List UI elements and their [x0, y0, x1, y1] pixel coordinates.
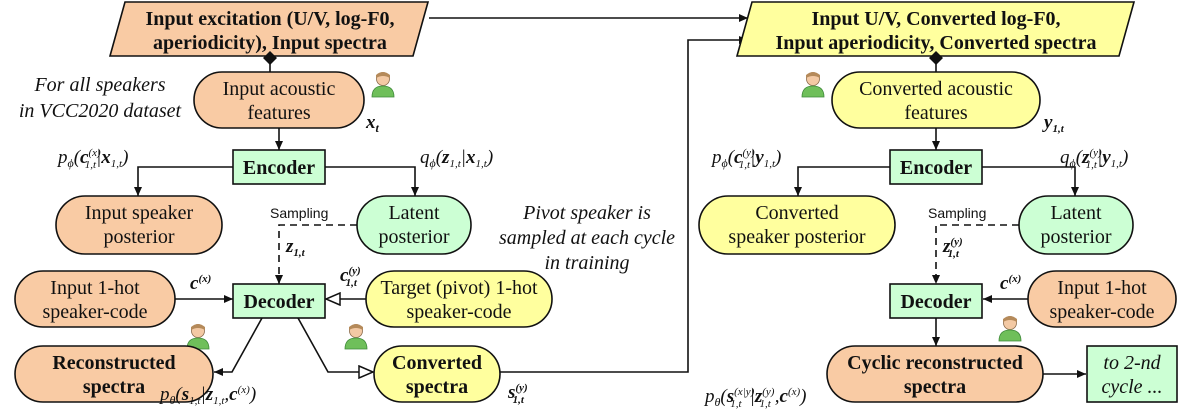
- right-sampling-label: Sampling: [928, 205, 986, 221]
- pivot-note-line-3: in training: [544, 252, 629, 274]
- left-1hot-line-1: Input 1-hot: [50, 277, 140, 299]
- target-pivot-line-1: Target (pivot) 1-hot: [380, 277, 538, 299]
- right-decoder-label: Decoder: [900, 291, 971, 313]
- converted-input-box: Input U/V, Converted log-F0, Input aperi…: [735, 1, 1136, 57]
- right-input-1hot-code: Input 1-hot speaker-code: [1027, 270, 1177, 328]
- encoder-to-speaker-posterior-arrow: [134, 166, 233, 196]
- right-encoder-to-speaker-posterior-arrow: [794, 166, 890, 196]
- input-speaker-posterior: Input speaker posterior: [55, 195, 223, 255]
- right-z-symbol: z(y)1,t: [942, 236, 963, 260]
- input-speaker-posterior-line-2: posterior: [103, 226, 174, 248]
- converted-acoustic-features: Converted acoustic features: [831, 71, 1041, 129]
- right-encoder-label: Encoder: [900, 157, 972, 179]
- cyclic-speaker-avatar-icon: [998, 315, 1022, 342]
- right-cx-symbol: c(x): [1000, 273, 1021, 294]
- input-speaker-posterior-line-1: Input speaker: [85, 202, 194, 224]
- right-1hot-line-2: speaker-code: [1049, 301, 1154, 323]
- converted-input-line-1: Input U/V, Converted log-F0,: [811, 8, 1060, 30]
- right-latent-posterior-formula: qϕ(z(y)1,t|y1,t): [1060, 147, 1128, 171]
- left-latent-posterior-formula: qϕ(z1,t|x1,t): [420, 147, 493, 170]
- right-sampling-arrow: [932, 224, 1019, 284]
- encoder-to-latent-posterior-arrow: [325, 166, 419, 196]
- converted-speaker-avatar-icon: [344, 323, 368, 350]
- left-sampling-arrow: [275, 224, 357, 284]
- converted-spk-post-line-1: Converted: [755, 202, 838, 224]
- next-cycle-box: to 2-nd cycle ...: [1086, 345, 1178, 403]
- converted-features-symbol: y1,t: [1042, 112, 1065, 135]
- converted-spectra-symbol: s(y)1,t: [507, 382, 528, 406]
- reconstructed-speaker-avatar-icon: [186, 323, 210, 350]
- input-features-symbol: xt: [365, 112, 380, 135]
- converted-input-line-2: Input aperiodicity, Converted spectra: [775, 32, 1096, 54]
- left-speaker-posterior-formula: pϕ(c(x)1,t|x1,t): [56, 147, 128, 171]
- left-latent-posterior: Latent posterior: [356, 195, 472, 255]
- pivot-speaker-avatar-icon: [801, 71, 825, 98]
- converted-spectra-line-2: spectra: [406, 376, 468, 398]
- target-pivot-1hot-code: Target (pivot) 1-hot speaker-code: [365, 270, 553, 328]
- input-acoustic-line-1: Input acoustic: [223, 78, 336, 100]
- side-note-line-1: For all speakers: [33, 74, 165, 96]
- reconstructed-line-2: spectra: [83, 376, 145, 398]
- reconstruction-likelihood-formula: pθ(s1,t|z1,t,c(x)): [158, 384, 256, 407]
- converted-acoustic-line-1: Converted acoustic: [859, 78, 1013, 100]
- left-input-1hot-code: Input 1-hot speaker-code: [14, 270, 176, 328]
- pivot-note-line-1: Pivot speaker is: [522, 202, 651, 224]
- right-speaker-posterior-formula: pϕ(c(y)1,t|y1,t): [710, 147, 781, 171]
- left-latent-line-1: Latent: [388, 202, 440, 224]
- input-excitation-box: Input excitation (U/V, log-F0, aperiodic…: [108, 1, 430, 57]
- next-cycle-line-1: to 2-nd: [1103, 352, 1161, 374]
- left-latent-line-2: posterior: [378, 226, 449, 248]
- converted-spectra-line-1: Converted: [392, 352, 482, 374]
- left-cx-symbol: c(x): [190, 273, 211, 294]
- decoder-to-converted-arrow: [297, 317, 373, 372]
- target-pivot-line-2: speaker-code: [406, 301, 511, 323]
- input-excitation-line-1: Input excitation (U/V, log-F0,: [145, 8, 394, 30]
- converted-spk-post-line-2: speaker posterior: [728, 226, 866, 248]
- cyclic-reconstructed-spectra: Cyclic reconstructed spectra: [826, 345, 1044, 403]
- decoder-to-reconstructed-arrow: [214, 317, 263, 376]
- side-note-line-2: in VCC2020 dataset: [19, 100, 182, 122]
- input-acoustic-features: Input acoustic features: [193, 71, 365, 129]
- converted-acoustic-line-2: features: [904, 102, 968, 124]
- right-latent-line-1: Latent: [1050, 202, 1102, 224]
- left-sampling-label: Sampling: [270, 205, 328, 221]
- right-encoder-block: Encoder: [889, 149, 983, 185]
- right-1hot-line-1: Input 1-hot: [1057, 277, 1147, 299]
- left-encoder-label: Encoder: [243, 157, 315, 179]
- right-encoder-to-latent-posterior-arrow: [982, 166, 1079, 196]
- input-acoustic-line-2: features: [247, 102, 311, 124]
- right-latent-posterior: Latent posterior: [1018, 195, 1134, 255]
- input-excitation-line-2: aperiodicity), Input spectra: [153, 32, 387, 54]
- cyclic-line-2: spectra: [904, 376, 966, 398]
- right-latent-line-2: posterior: [1040, 226, 1111, 248]
- right-decoder-block: Decoder: [889, 283, 983, 319]
- left-z-symbol: z1,t: [285, 236, 306, 259]
- speaker-avatar-icon: [371, 71, 395, 98]
- converted-spectra: Converted spectra: [373, 345, 501, 403]
- reconstructed-spectra: Reconstructed spectra: [14, 345, 214, 403]
- converted-to-cycle-arrow: [500, 36, 748, 373]
- left-encoder-block: Encoder: [232, 149, 326, 185]
- cyclic-line-1: Cyclic reconstructed: [847, 352, 1023, 374]
- left-1hot-line-2: speaker-code: [42, 301, 147, 323]
- left-decoder-label: Decoder: [243, 291, 314, 313]
- reconstructed-line-1: Reconstructed: [52, 352, 175, 374]
- cyclic-likelihood-formula: pθ(s(x|y)1,t|z(y)1,t,c(x)): [703, 386, 806, 410]
- converted-speaker-posterior: Converted speaker posterior: [698, 195, 896, 255]
- pivot-note-line-2: sampled at each cycle: [499, 227, 675, 249]
- left-cy-symbol: c(y)1,t: [340, 265, 361, 289]
- left-decoder-block: Decoder: [232, 283, 326, 319]
- next-cycle-line-2: cycle ...: [1101, 376, 1162, 398]
